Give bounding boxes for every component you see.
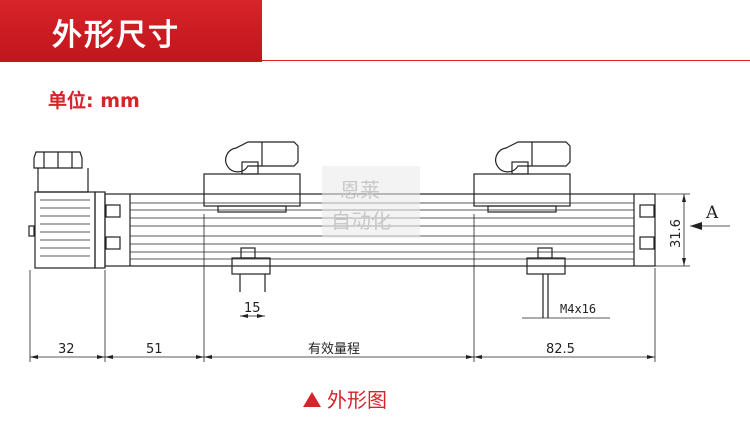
dim-stroke: 有效量程 [308,342,360,357]
dim-32: 32 [58,342,75,357]
watermark-line1: 恩莱 [340,178,380,202]
header-divider [262,60,750,61]
unit-label: 单位: mm [48,90,140,112]
connector-neck [37,168,89,193]
header-band [0,0,262,62]
dim-51: 51 [146,342,163,357]
slider-right [473,173,571,207]
triangle-up-icon [303,392,321,407]
watermark-box [322,166,420,238]
slider-left [203,173,301,207]
connector-cap [33,151,83,169]
caption-text: 外形图 [327,388,387,412]
dim-height: 31.6 [669,219,684,248]
watermark-line2: 自动化 [331,209,391,233]
view-letter-a: A [705,203,719,223]
dim-thread: M4x16 [560,302,596,316]
figure-caption: 外形图 [303,384,387,413]
dim-15: 15 [244,301,261,316]
dim-82-5: 82.5 [546,342,575,357]
connector-body [34,191,96,269]
page-title: 外形尺寸 [52,18,180,53]
